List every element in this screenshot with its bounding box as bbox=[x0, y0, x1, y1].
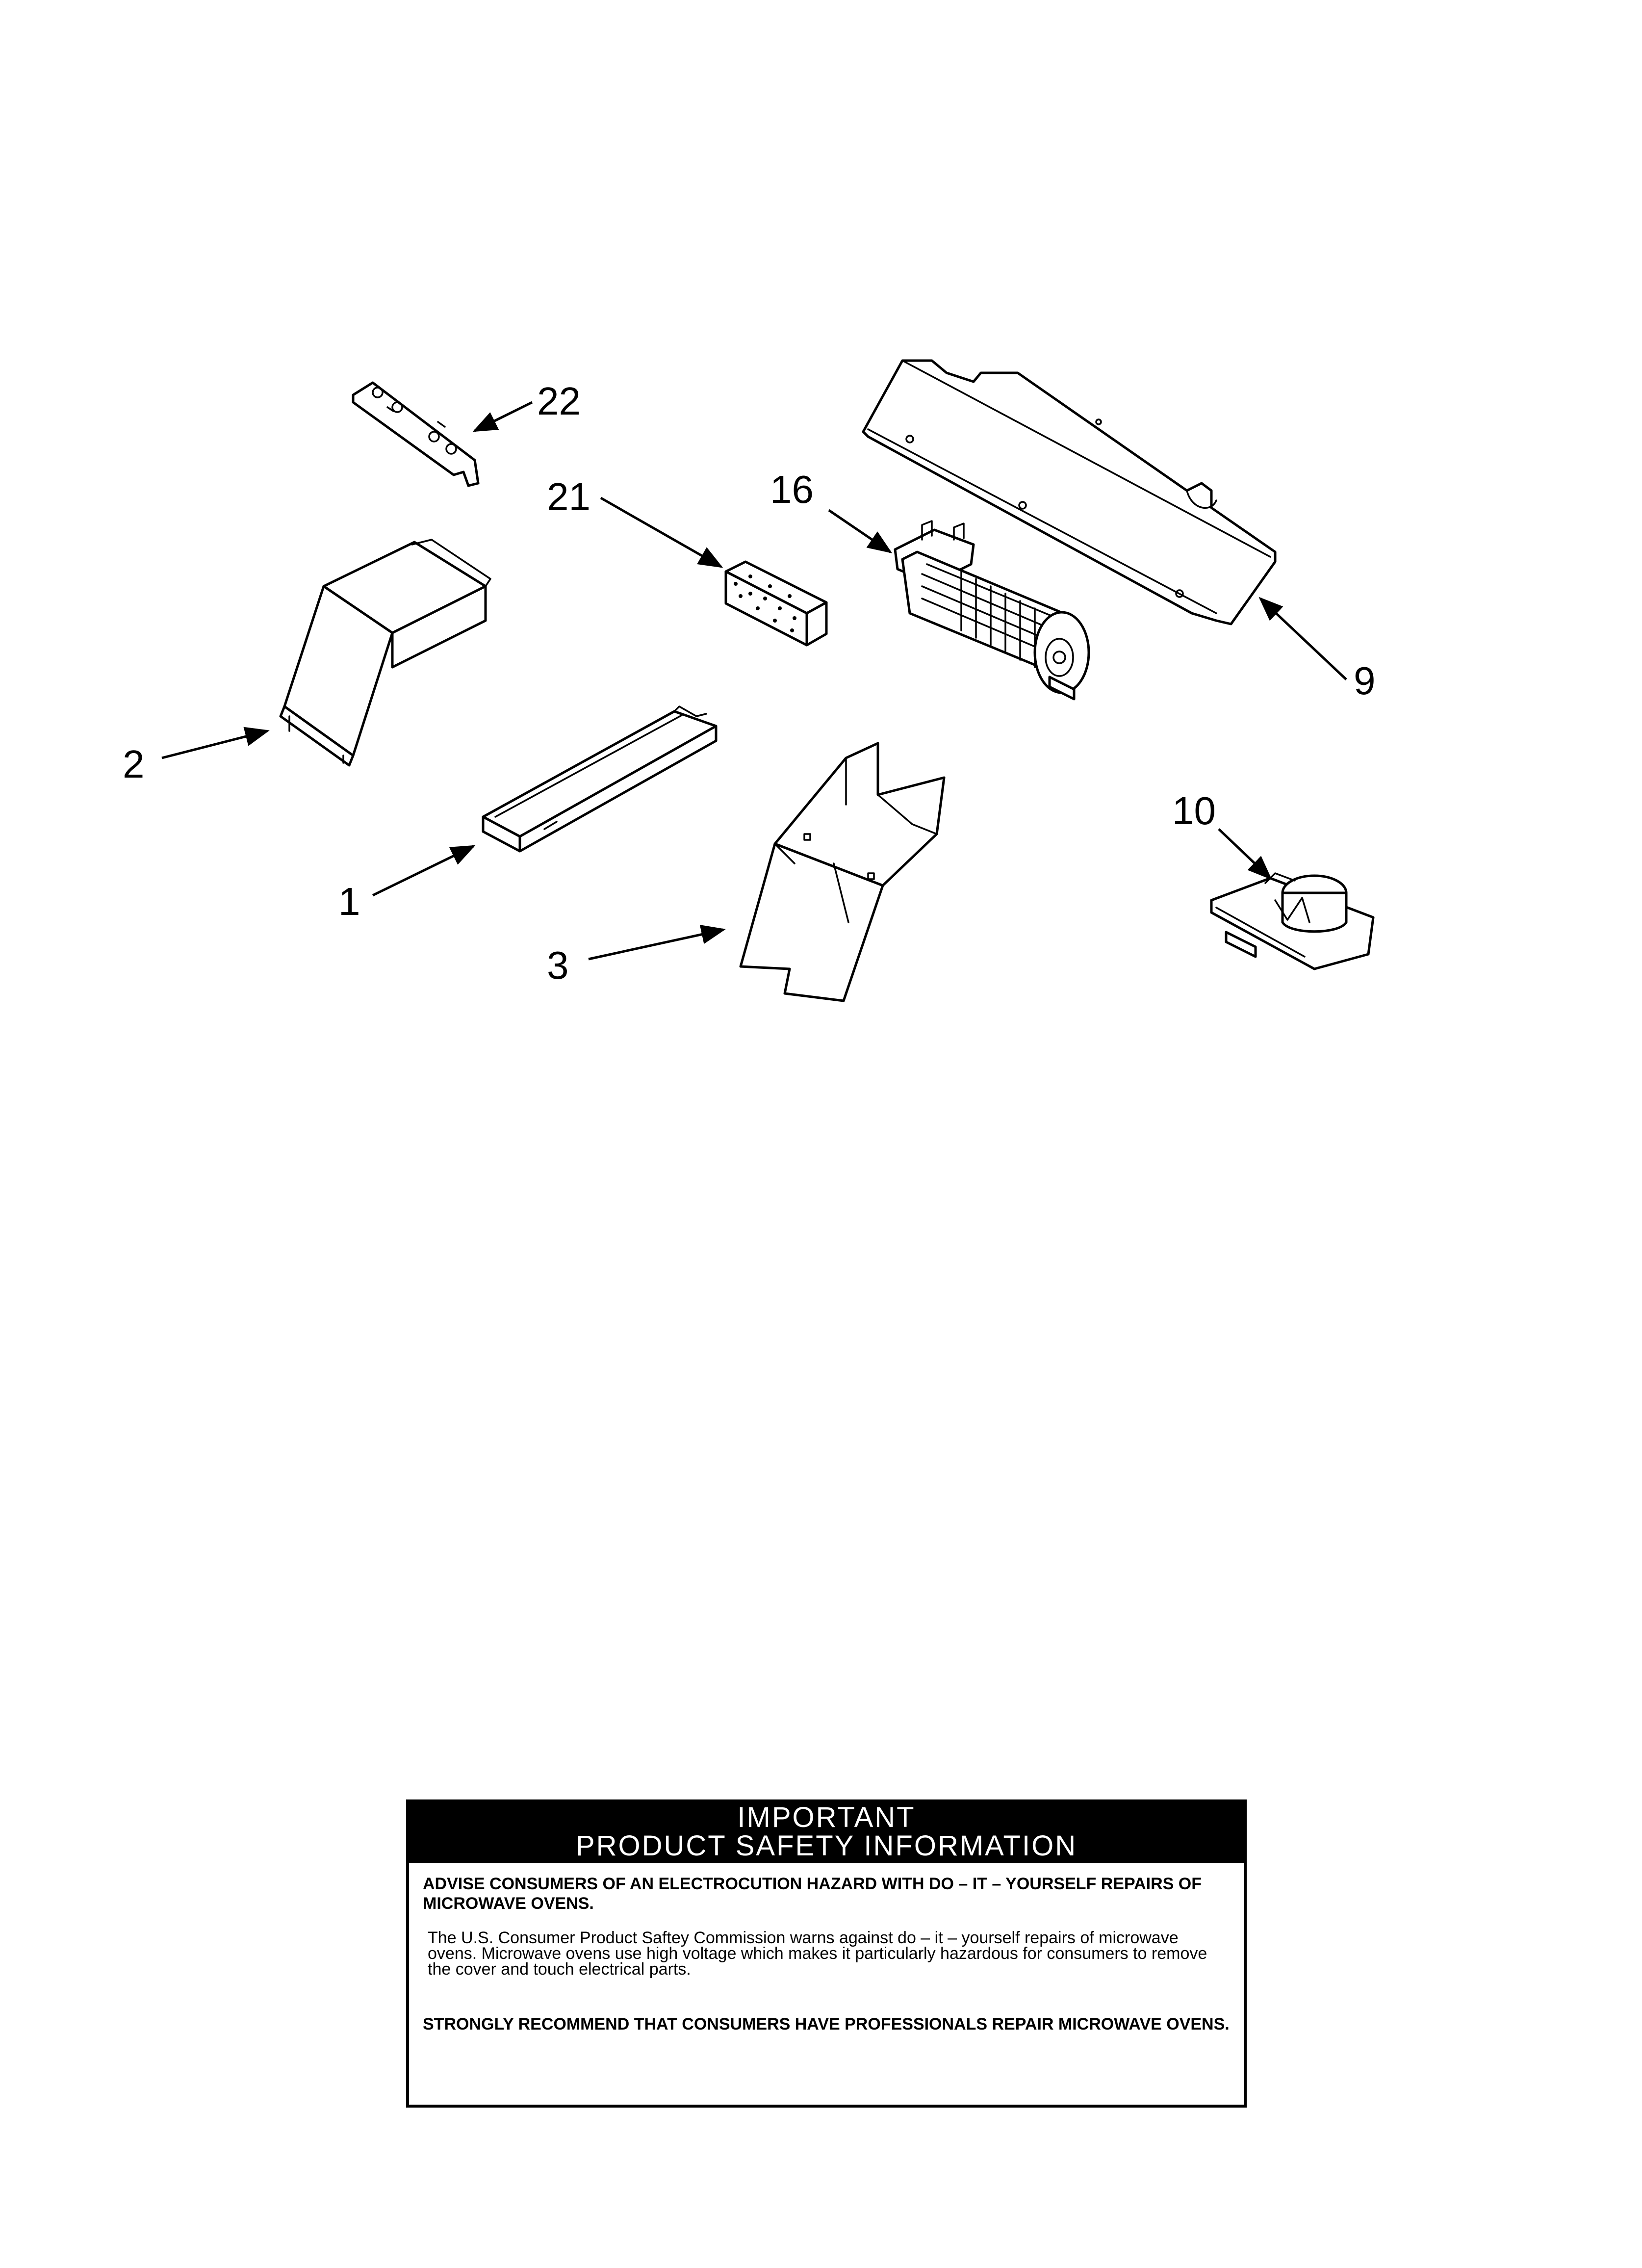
exploded-parts-diagram: 22 21 16 9 bbox=[123, 359, 1376, 1002]
part-1-channel bbox=[482, 705, 718, 853]
part-9-duct-plate bbox=[862, 359, 1277, 626]
part-16-blower-fan bbox=[894, 520, 1090, 701]
callout-16: 16 bbox=[770, 468, 814, 511]
callout-10: 10 bbox=[1172, 789, 1216, 833]
safety-header-subtitle: PRODUCT SAFETY INFORMATION bbox=[575, 1830, 1078, 1862]
part-2-duct-elbow bbox=[279, 539, 491, 767]
professional-repair-recommendation: STRONGLY RECOMMEND THAT CONSUMERS HAVE P… bbox=[423, 2015, 1230, 2033]
callout-3: 3 bbox=[547, 943, 569, 987]
callout-1: 1 bbox=[338, 880, 360, 923]
part-3-shroud bbox=[739, 742, 946, 1002]
safety-header-title: IMPORTANT bbox=[737, 1801, 916, 1833]
callout-9: 9 bbox=[1354, 659, 1376, 703]
safety-body: ADVISE CONSUMERS OF AN ELECTROCUTION HAZ… bbox=[409, 1863, 1244, 2035]
safety-information-box: IMPORTANT PRODUCT SAFETY INFORMATION ADV… bbox=[406, 1799, 1247, 2108]
safety-header: IMPORTANT PRODUCT SAFETY INFORMATION bbox=[409, 1802, 1244, 1863]
cpsc-note: The U.S. Consumer Product Saftey Commiss… bbox=[428, 1929, 1207, 1979]
part-10-motor-assembly bbox=[1210, 872, 1375, 970]
callout-2: 2 bbox=[123, 742, 145, 786]
callout-21: 21 bbox=[547, 475, 590, 519]
callout-22: 22 bbox=[537, 379, 581, 423]
electrocution-warning: ADVISE CONSUMERS OF AN ELECTROCUTION HAZ… bbox=[423, 1875, 1202, 1913]
part-22-bracket bbox=[352, 381, 480, 487]
part-21-foam-block bbox=[724, 560, 828, 647]
